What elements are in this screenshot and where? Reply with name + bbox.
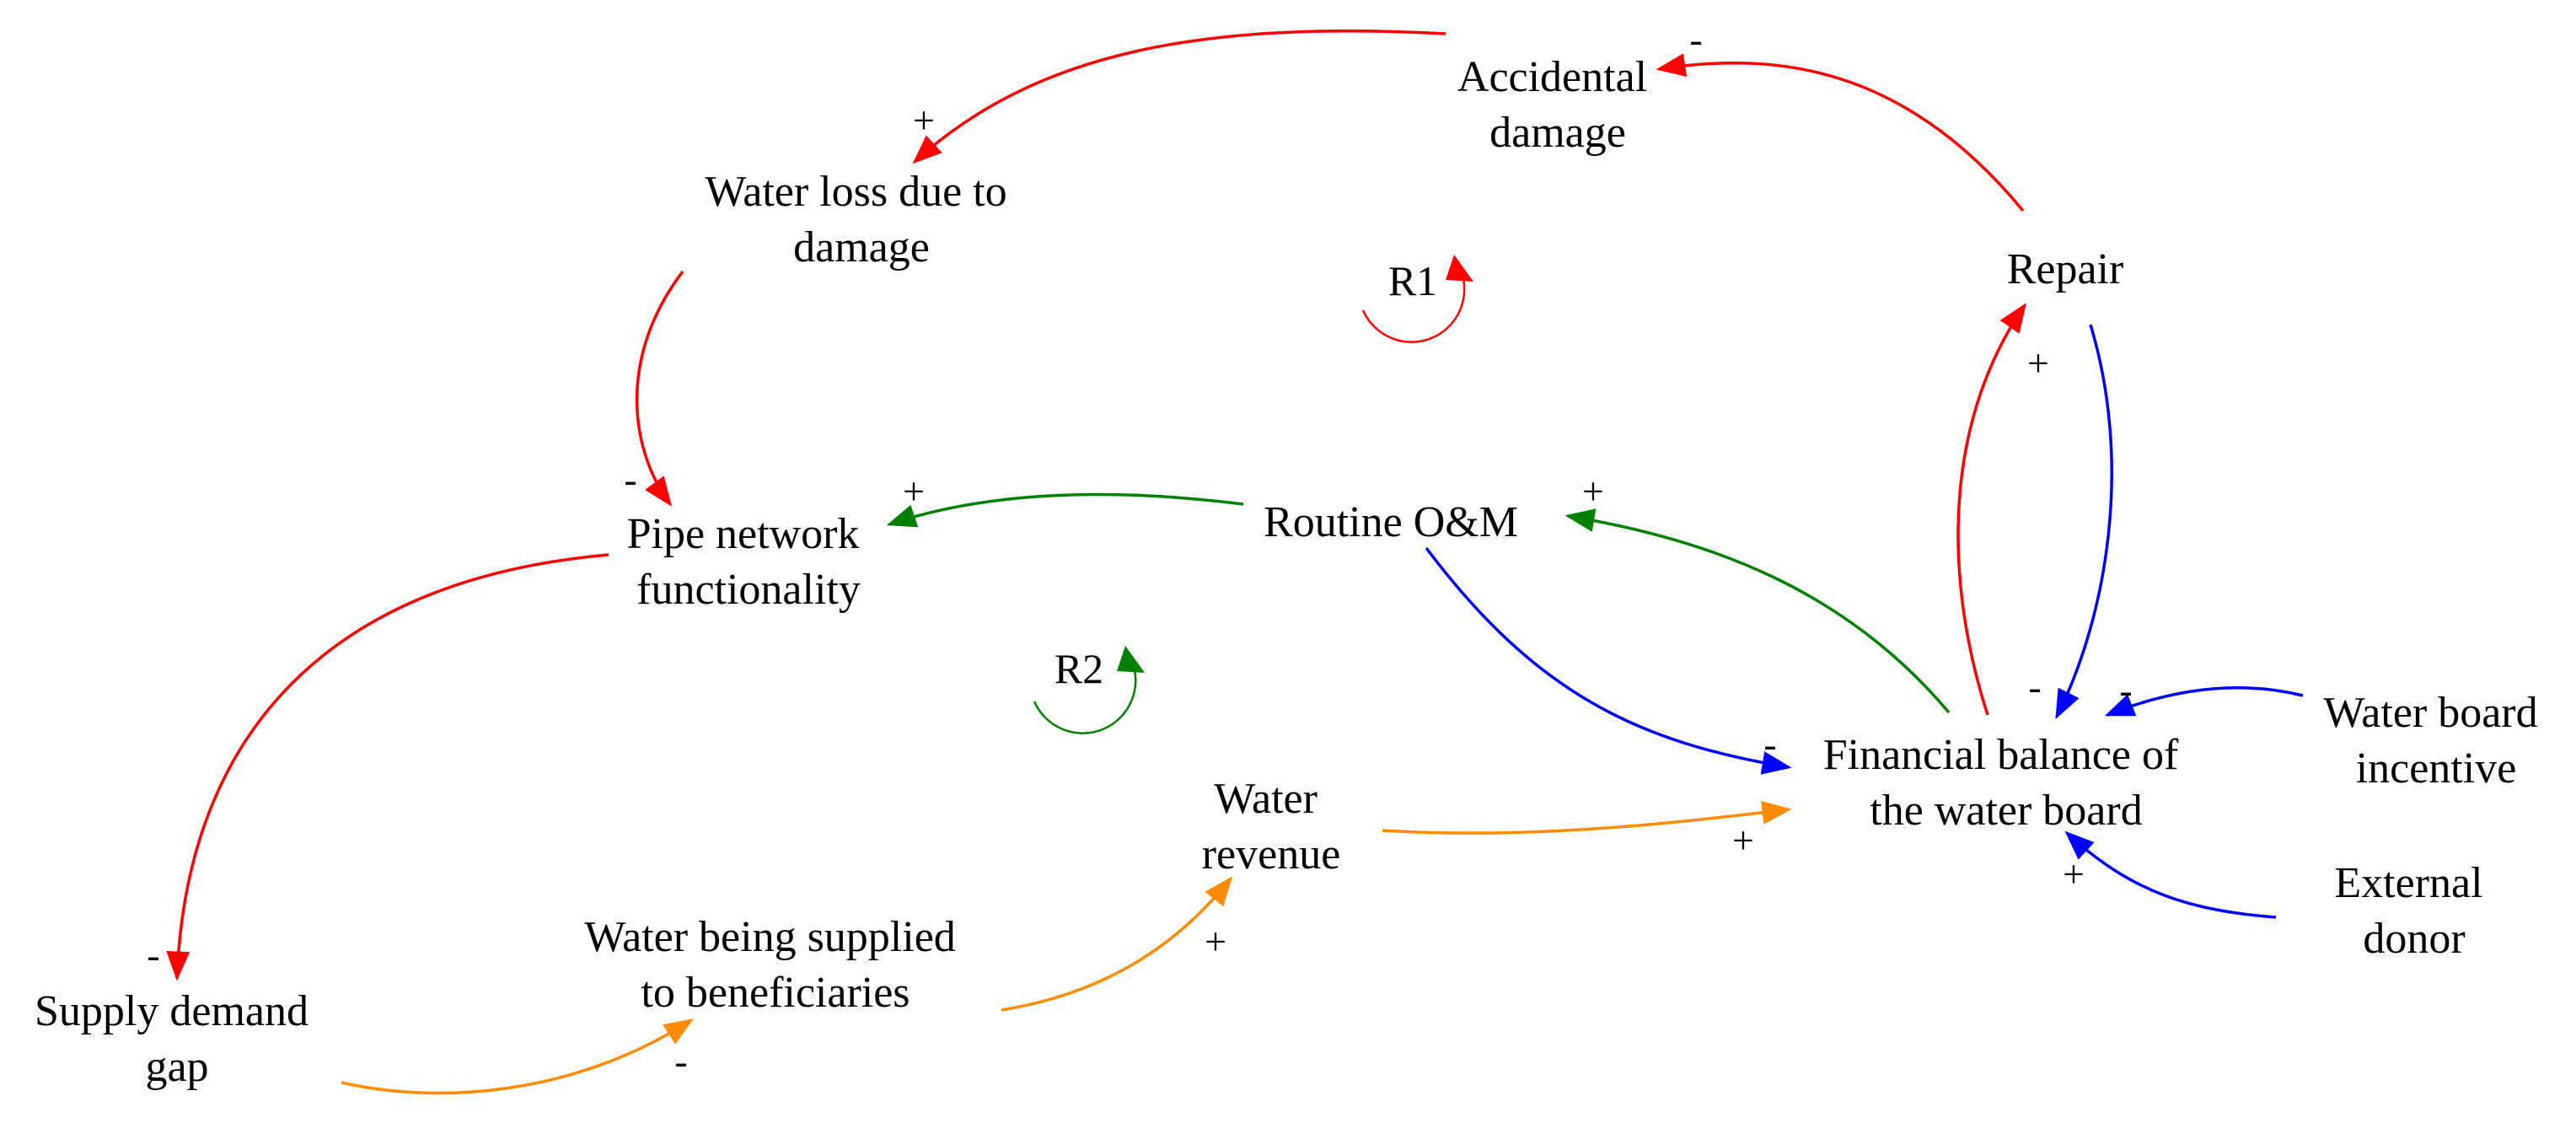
edge-financial-to-routine-om bbox=[1564, 508, 1951, 714]
node-supplied-line-1: Water being supplied bbox=[584, 913, 956, 961]
edges bbox=[166, 30, 2304, 1095]
edge-financial-to-repair bbox=[1956, 303, 2026, 716]
node-pipe-network-line-1: Pipe network bbox=[627, 510, 860, 558]
polarity-signs: - + - + + + - - - + + + - - bbox=[147, 18, 2132, 1083]
sign-financial-to-routine: + bbox=[1582, 470, 1604, 513]
node-financial-balance-line-1: Financial balance of bbox=[1823, 731, 2179, 779]
sign-routine-to-pipe: + bbox=[903, 470, 925, 513]
edge-revenue-to-financial bbox=[1382, 800, 1792, 835]
node-accidental-damage-line-2: damage bbox=[1489, 109, 1626, 157]
node-incentive-line-2: incentive bbox=[2356, 744, 2517, 793]
nodes: Accidental damage Water loss due to dama… bbox=[35, 53, 2548, 1091]
edge-donor-to-financial bbox=[2064, 830, 2277, 919]
sign-pipe-to-gap: - bbox=[147, 933, 159, 976]
edge-repair-to-accidental-damage bbox=[1656, 53, 2025, 212]
node-accidental-damage-line-1: Accidental bbox=[1457, 53, 1647, 101]
node-pipe-network-functionality: Pipe network functionality bbox=[627, 510, 871, 614]
node-donor-line-1: External bbox=[2334, 859, 2482, 907]
node-accidental-damage: Accidental damage bbox=[1457, 53, 1658, 157]
node-water-loss-due-to-damage: Water loss due to damage bbox=[705, 168, 1017, 271]
sign-incentive-to-financial: - bbox=[2119, 669, 2132, 712]
node-water-loss-line-2: damage bbox=[793, 223, 930, 271]
node-external-donor: External donor bbox=[2334, 859, 2493, 963]
edge-routine-om-to-pipe-network bbox=[886, 492, 1244, 528]
sign-supplied-to-revenue: + bbox=[1205, 920, 1226, 963]
node-revenue-line-2: revenue bbox=[1202, 830, 1341, 879]
loop-r2-label: R2 bbox=[1055, 645, 1103, 692]
node-supply-demand-gap: Supply demand gap bbox=[35, 987, 319, 1091]
node-water-board-incentive: Water board incentive bbox=[2323, 689, 2548, 793]
edge-accidental-to-water-loss bbox=[912, 30, 1446, 164]
node-water-loss-line-1: Water loss due to bbox=[705, 168, 1006, 216]
sign-repair-to-accidental: - bbox=[1689, 18, 1702, 61]
edge-incentive-to-financial bbox=[2104, 686, 2304, 717]
edge-water-loss-to-pipe-network bbox=[635, 270, 684, 507]
edge-repair-to-financial bbox=[2055, 324, 2113, 720]
sign-waterloss-to-pipe: - bbox=[624, 458, 636, 501]
node-water-revenue: Water revenue bbox=[1202, 775, 1341, 879]
sign-gap-to-supplied: - bbox=[674, 1040, 687, 1083]
sign-financial-to-repair: + bbox=[2027, 341, 2049, 384]
loop-r1-label: R1 bbox=[1388, 257, 1437, 304]
node-financial-balance: Financial balance of the water board bbox=[1823, 731, 2190, 835]
node-gap-line-2: gap bbox=[145, 1043, 208, 1091]
edge-supplied-to-revenue bbox=[1001, 876, 1233, 1012]
sign-routine-to-financial: - bbox=[1763, 723, 1776, 766]
loop-r1-arrowhead bbox=[1446, 255, 1473, 282]
node-revenue-line-1: Water bbox=[1214, 775, 1318, 823]
sign-accidental-to-waterloss: + bbox=[913, 99, 935, 142]
node-routine-om: Routine O&M bbox=[1264, 498, 1518, 546]
sign-revenue-to-financial: + bbox=[1732, 819, 1754, 862]
node-financial-balance-line-2: the water board bbox=[1870, 787, 2142, 835]
edge-gap-to-supplied bbox=[341, 1018, 694, 1095]
loop-r1-arc bbox=[1361, 267, 1466, 343]
node-incentive-line-1: Water board bbox=[2323, 689, 2537, 737]
node-water-being-supplied: Water being supplied to beneficiaries bbox=[584, 913, 967, 1017]
node-repair: Repair bbox=[2007, 245, 2124, 293]
node-donor-line-2: donor bbox=[2363, 915, 2465, 963]
loop-r2-arc bbox=[1033, 658, 1137, 734]
loop-r1: R1 bbox=[1361, 255, 1473, 343]
node-gap-line-1: Supply demand bbox=[35, 987, 309, 1035]
sign-repair-to-financial: - bbox=[2028, 665, 2041, 708]
loop-r2: R2 bbox=[1033, 645, 1145, 734]
loop-r2-arrowhead bbox=[1117, 646, 1145, 673]
edge-routine-om-to-financial bbox=[1425, 546, 1792, 775]
node-supplied-line-2: to beneficiaries bbox=[641, 969, 910, 1017]
edge-pipe-network-to-gap bbox=[166, 553, 609, 981]
sign-donor-to-financial: + bbox=[2063, 852, 2085, 895]
node-routine-om-line-1: Routine O&M bbox=[1264, 498, 1518, 546]
node-pipe-network-line-2: functionality bbox=[636, 566, 861, 614]
node-repair-line-1: Repair bbox=[2007, 245, 2124, 293]
